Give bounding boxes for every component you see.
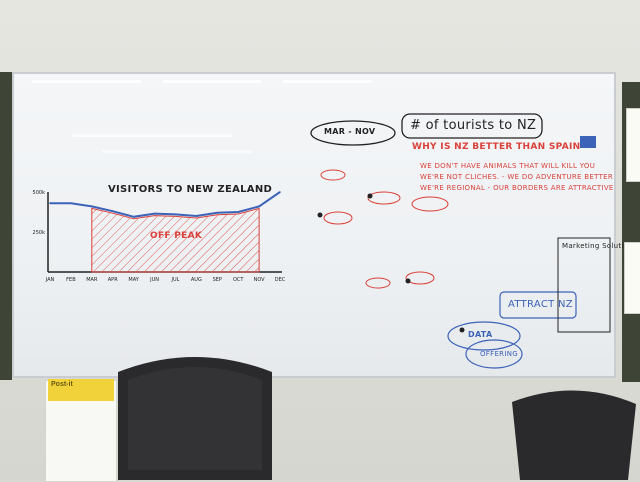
offering-circle (465, 339, 523, 369)
x-tick-label: JUN (149, 277, 159, 283)
paper-note (624, 242, 640, 314)
ink-circle (411, 196, 449, 212)
data-circle (447, 321, 521, 351)
attract-box (499, 291, 577, 319)
off-peak-area (91, 207, 260, 273)
marketing-box (557, 237, 611, 333)
ink-circle (320, 169, 346, 181)
bullet-dot (317, 212, 323, 218)
flag-doodle (580, 136, 596, 148)
ink-circle (323, 211, 353, 225)
bullet-dot (405, 278, 411, 284)
x-tick-label: JUL (170, 277, 179, 283)
why-heading: WHY IS NZ BETTER THAN SPAIN (412, 142, 581, 152)
paper-note (626, 108, 640, 182)
ink-circle (367, 191, 401, 205)
data-point-oct (237, 211, 239, 213)
bubble-outline (310, 120, 396, 146)
data-point-apr (111, 210, 114, 212)
data-point-mar (91, 205, 93, 208)
bullet-dot (367, 193, 373, 199)
data-label: DATA (468, 330, 493, 339)
data-point-jan (49, 202, 51, 204)
ceiling-reflection (102, 150, 252, 153)
ink-circle (405, 271, 435, 285)
ceiling-reflection (72, 134, 232, 137)
ink-circle (365, 277, 391, 289)
reason-item: WE DON'T HAVE ANIMALS THAT WILL KILL YOU (420, 162, 596, 170)
x-tick-label: SEP (213, 277, 222, 283)
x-tick-label: JAN (45, 277, 55, 283)
heading: # of tourists to NZ (410, 118, 537, 133)
x-tick-label: OCT (233, 277, 244, 283)
reason-item: WE'RE REGIONAL - OUR BORDERS ARE ATTRACT… (420, 184, 614, 192)
x-tick-label: FEB (66, 277, 76, 283)
ceiling-reflection (32, 80, 142, 83)
offering-label: OFFERING (480, 350, 518, 358)
ceiling-reflection (162, 80, 262, 83)
x-tick-label: NOV (254, 277, 266, 283)
postit-label: Post-it (48, 379, 114, 401)
series-line (50, 191, 281, 218)
data-point-feb (70, 202, 72, 204)
data-point-jun (153, 212, 156, 215)
data-point-nov (258, 205, 260, 208)
data-point-aug (195, 215, 198, 217)
chair-mesh (128, 367, 262, 470)
data-point-dec (279, 191, 281, 193)
chart-title: VISITORS TO NEW ZEALAND (108, 184, 273, 195)
marketing-note: Marketing Solution (562, 242, 634, 250)
heading-box (401, 113, 543, 139)
bubble-label: MAR - NOV (324, 127, 376, 136)
attract-label: ATTRACT NZ (508, 299, 573, 310)
chair-back-right (512, 390, 636, 480)
y-tick-label: 250k (33, 230, 46, 236)
off-peak-label: OFF PEAK (150, 231, 203, 241)
bullet-dot (459, 327, 465, 333)
y-tick-label: 500k (33, 190, 46, 196)
x-tick-label: AUG (191, 277, 202, 283)
reason-item: WE'RE NOT CLICHES. - WE DO ADVENTURE BET… (420, 173, 614, 181)
ceiling-reflection (282, 80, 372, 83)
x-tick-label: MAY (128, 277, 139, 283)
x-tick-label: MAR (86, 277, 98, 283)
x-tick-label: DEC (275, 277, 286, 283)
x-tick-label: APR (108, 277, 118, 283)
data-point-sep (216, 212, 219, 214)
data-point-jul (174, 213, 177, 216)
board-frame-left (0, 72, 12, 380)
data-point-may (132, 216, 135, 218)
